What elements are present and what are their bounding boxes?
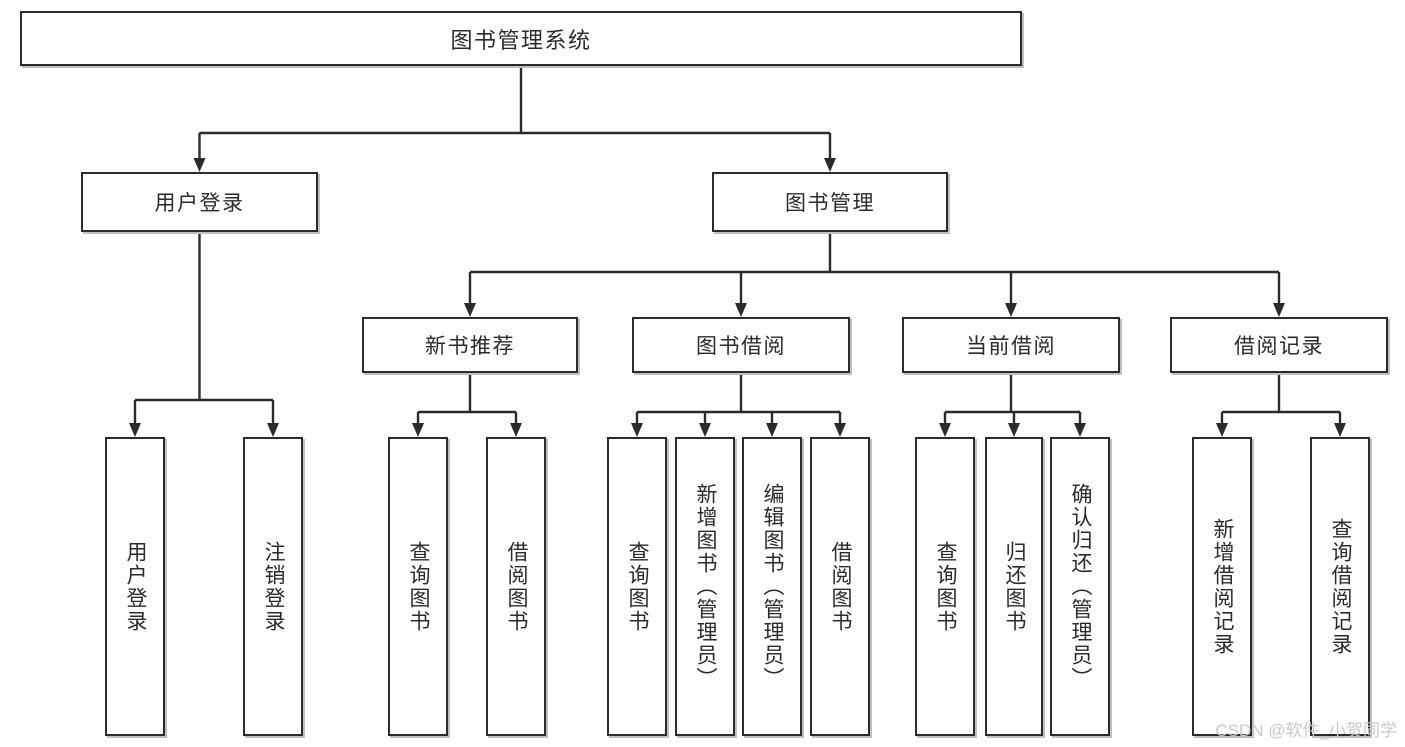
edge-user-login-to-leaf-user-logout-arrowhead [267, 423, 279, 437]
node-label: 确认归还（管理员） [1069, 483, 1093, 690]
node-label: 借阅图书 [829, 540, 853, 633]
edge-current-borrow-to-leaf-return-book-arrowhead [1008, 423, 1020, 437]
edge-bookmanage-to-borrow-record-arrowhead [1273, 303, 1285, 317]
node-label: 新书推荐 [425, 335, 515, 358]
node-book-borrow: 图书借阅 [632, 317, 850, 373]
edge-book-borrow-to-leaf-edit-book-arrowhead [766, 423, 778, 437]
edge-new-book-recommend-to-leaf-query-book-1-arrowhead [412, 423, 424, 437]
edge-current-borrow-to-leaf-query-book-3-arrowhead [939, 423, 951, 437]
node-borrow-record: 借阅记录 [1170, 317, 1388, 373]
edge-user-login-to-leaf-user-login-arrowhead [129, 423, 141, 437]
node-label-wrap: 新增借阅记录 [1194, 439, 1250, 734]
node-leaf-add-record: 新增借阅记录 [1192, 437, 1252, 736]
edge-new-book-recommend-to-leaf-borrow-book-1-arrowhead [510, 423, 522, 437]
node-label-wrap: 查询图书 [390, 439, 446, 734]
node-label: 图书管理 [785, 192, 875, 215]
node-label: 当前借阅 [966, 335, 1056, 358]
node-leaf-query-record: 查询借阅记录 [1310, 437, 1370, 736]
node-leaf-user-logout: 注销登录 [243, 437, 303, 736]
node-leaf-query-book-2: 查询图书 [607, 437, 667, 736]
node-label: 图书借阅 [696, 335, 786, 358]
node-user-login: 用户登录 [81, 172, 318, 232]
node-leaf-user-login: 用户登录 [105, 437, 165, 736]
node-label: 查询图书 [934, 540, 958, 633]
node-leaf-confirm-return: 确认归还（管理员） [1050, 437, 1110, 736]
node-label: 用户登录 [154, 192, 245, 215]
node-leaf-borrow-book-2: 借阅图书 [810, 437, 870, 736]
node-leaf-return-book: 归还图书 [985, 437, 1043, 736]
node-label: 借阅图书 [505, 540, 529, 633]
node-label: 归还图书 [1003, 540, 1027, 633]
edge-bookmanage-to-book-borrow-arrowhead [735, 303, 747, 317]
edge-bookmanage-to-current-borrow-arrowhead [1005, 303, 1017, 317]
node-label: 查询图书 [626, 540, 650, 633]
node-leaf-edit-book: 编辑图书（管理员） [742, 437, 802, 736]
edge-book-borrow-to-leaf-add-book-arrowhead [699, 423, 711, 437]
node-label: 查询借阅记录 [1329, 517, 1353, 656]
node-new-book-recommend: 新书推荐 [362, 317, 578, 373]
node-label-wrap: 查询图书 [917, 439, 973, 734]
node-label: 新增借阅记录 [1211, 517, 1235, 656]
edge-current-borrow-to-leaf-confirm-return-arrowhead [1074, 423, 1086, 437]
edge-bookmanage-to-new-book-recommend-arrowhead [464, 303, 476, 317]
node-label-wrap: 查询图书 [609, 439, 665, 734]
node-label: 查询图书 [407, 540, 431, 633]
node-label: 图书管理系统 [450, 27, 592, 53]
node-current-borrow: 当前借阅 [902, 317, 1120, 373]
edge-book-borrow-to-leaf-borrow-book-2-arrowhead [834, 423, 846, 437]
node-label: 注销登录 [262, 540, 286, 633]
edge-borrow-record-to-leaf-add-record-arrowhead [1216, 423, 1228, 437]
node-leaf-query-book-3: 查询图书 [915, 437, 975, 736]
node-root: 图书管理系统 [20, 11, 1022, 66]
edge-book-borrow-to-leaf-query-book-2-arrowhead [631, 423, 643, 437]
node-leaf-add-book: 新增图书（管理员） [675, 437, 735, 736]
node-label-wrap: 查询借阅记录 [1312, 439, 1368, 734]
node-label: 新增图书（管理员） [694, 483, 718, 690]
node-label-wrap: 新增图书（管理员） [677, 439, 733, 734]
edge-root-to-book-manage-arrowhead [824, 158, 836, 172]
node-label-wrap: 编辑图书（管理员） [744, 439, 800, 734]
node-label-wrap: 归还图书 [987, 439, 1041, 734]
node-label: 借阅记录 [1234, 335, 1324, 358]
node-label-wrap: 注销登录 [245, 439, 301, 734]
node-label: 用户登录 [124, 540, 148, 633]
edge-root-to-user-login-arrowhead [193, 158, 206, 172]
node-leaf-query-book-1: 查询图书 [388, 437, 448, 736]
node-label-wrap: 用户登录 [107, 439, 163, 734]
node-label-wrap: 确认归还（管理员） [1052, 439, 1108, 734]
node-label: 编辑图书（管理员） [761, 483, 785, 690]
edge-borrow-record-to-leaf-query-record-arrowhead [1334, 423, 1346, 437]
node-leaf-borrow-book-1: 借阅图书 [486, 437, 546, 736]
node-label-wrap: 借阅图书 [812, 439, 868, 734]
node-book-manage: 图书管理 [712, 172, 948, 232]
node-label-wrap: 借阅图书 [488, 439, 544, 734]
